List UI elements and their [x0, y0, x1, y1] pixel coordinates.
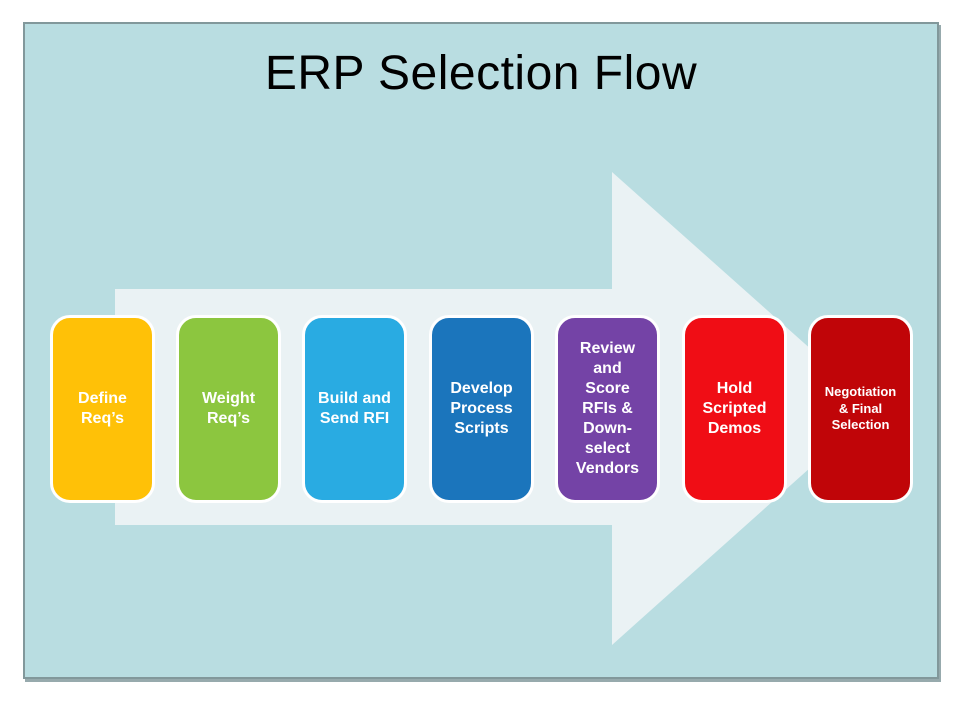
step-negotiation-final-selection: Negotiation & Final Selection: [808, 315, 913, 503]
step-label: Weight Req’s: [201, 390, 256, 427]
step-define-reqs: Define Req’s: [50, 315, 155, 503]
step-label: Develop Process Scripts: [450, 380, 513, 437]
step-build-send-rfi: Build and Send RFI: [302, 315, 407, 503]
step-label: Hold Scripted Demos: [702, 380, 767, 437]
step-label: Build and Send RFI: [318, 390, 391, 427]
slide-canvas: ERP Selection Flow Define Req’s Weight R…: [23, 22, 939, 679]
step-develop-process-scripts: Develop Process Scripts: [429, 315, 534, 503]
step-hold-scripted-demos: Hold Scripted Demos: [682, 315, 787, 503]
step-weight-reqs: Weight Req’s: [176, 315, 281, 503]
step-review-score-downselect: Review and Score RFIs & Down- select Ven…: [555, 315, 660, 503]
slide-title: ERP Selection Flow: [264, 47, 698, 100]
step-label: Define Req’s: [78, 390, 127, 427]
step-label: Negotiation & Final Selection: [824, 383, 897, 433]
step-label: Review and Score RFIs & Down- select Ven…: [575, 340, 640, 477]
